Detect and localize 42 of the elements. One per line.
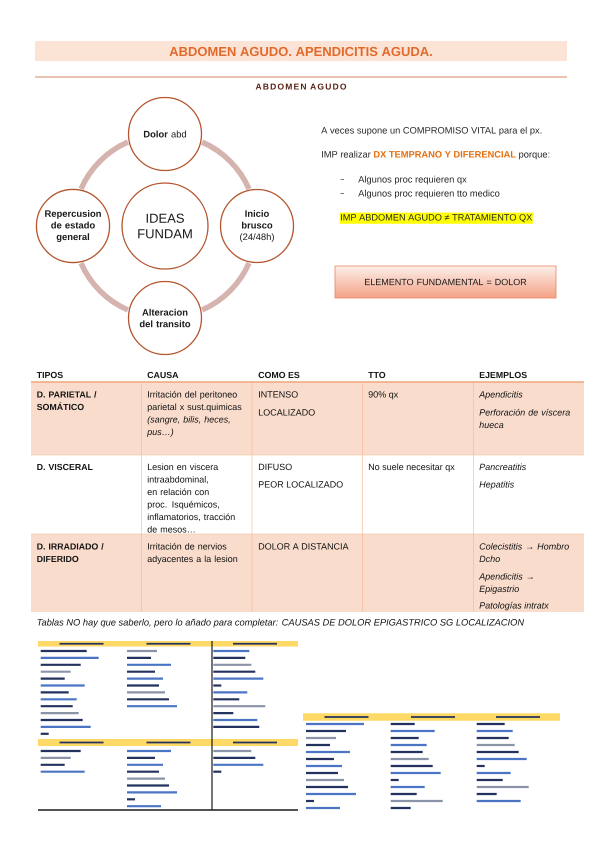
circle-node: Dolor abd [128,96,202,172]
column-header: TIPOS [36,372,63,378]
column-header: EJEMPLOS [480,372,527,378]
column-header: TTO [368,372,386,378]
highlighted-text: IMP ABDOMEN AGUDO ≠ TRATAMIENTO QX [340,212,533,224]
table-text: Hepatitis [479,480,514,490]
table-text: DIFUSO [258,464,292,470]
table-text: No suele necesitar qx [368,463,455,472]
row-label: D. PARIETAL / SOMÁTICO [36,391,96,410]
ring-connector [200,262,252,312]
circle-node: Inicio brusco (24/48h) [220,188,294,264]
circle-node: Alteracion del transito [128,280,202,356]
section-heading: ABDOMEN AGUDO [256,84,346,90]
column-header: CAUSA [148,372,178,378]
table-text: Apendicitis [478,390,523,400]
table-text: Perforación de víscera hueca [479,408,570,428]
ring-connector [78,262,130,312]
table-text: Irritación de nervios adyacentes a la lesion [148,542,238,564]
circle-node: Repercusion de estado general [36,188,110,264]
row-label: D. IRRADIADO / DIFERIDO [37,543,104,562]
callout-box: ELEMENTO FUNDAMENTAL = DOLOR [334,266,556,298]
table-text: 90% qx [368,391,398,400]
ring-connector [200,140,252,190]
table-text: Pancreatitis [479,463,526,470]
row-label: D. VISCERAL [37,464,93,470]
table-text: INTENSO [259,391,298,398]
table-text: Apendicitis → Epigastrio [478,572,533,594]
table-text: LOCALIZADO [258,409,315,416]
table-text: Lesion en viscera intraabdominal, en relación con proc. Isquémicos, inflamatorios, tracción de mesos… [148,463,235,533]
list-item: Algunos proc requieren tto medico [358,190,500,198]
list-item: Algunos proc requieren qx [358,176,467,184]
table-text: DOLOR A DISTANCIA [258,543,349,550]
paragraph: A veces supone un COMPROMISO VITAL para el px. [321,126,542,136]
ring-connector [78,140,130,190]
title-banner: ABDOMEN AGUDO. APENDICITIS AGUDA. [35,41,567,61]
table-text: PEOR LOCALIZADO [258,481,343,488]
paragraph: IMP realizar DX TEMPRANO Y DIFERENCIAL porque: [322,150,550,160]
table-text: Patologías intratx [479,602,549,610]
column-header: COMO ES [258,372,300,378]
note: Tablas NO hay que saberlo, pero lo añado para completar: CAUSAS DE DOLOR EPIGASTRICO SG LOCALIZACION [38,618,524,628]
table-text: Irritación del peritoneo parietal x sust.quimicas (sangre, bilis, heces, pus…) [146,390,242,437]
table-text: Colecistitis → Hombro Dcho [479,542,569,562]
